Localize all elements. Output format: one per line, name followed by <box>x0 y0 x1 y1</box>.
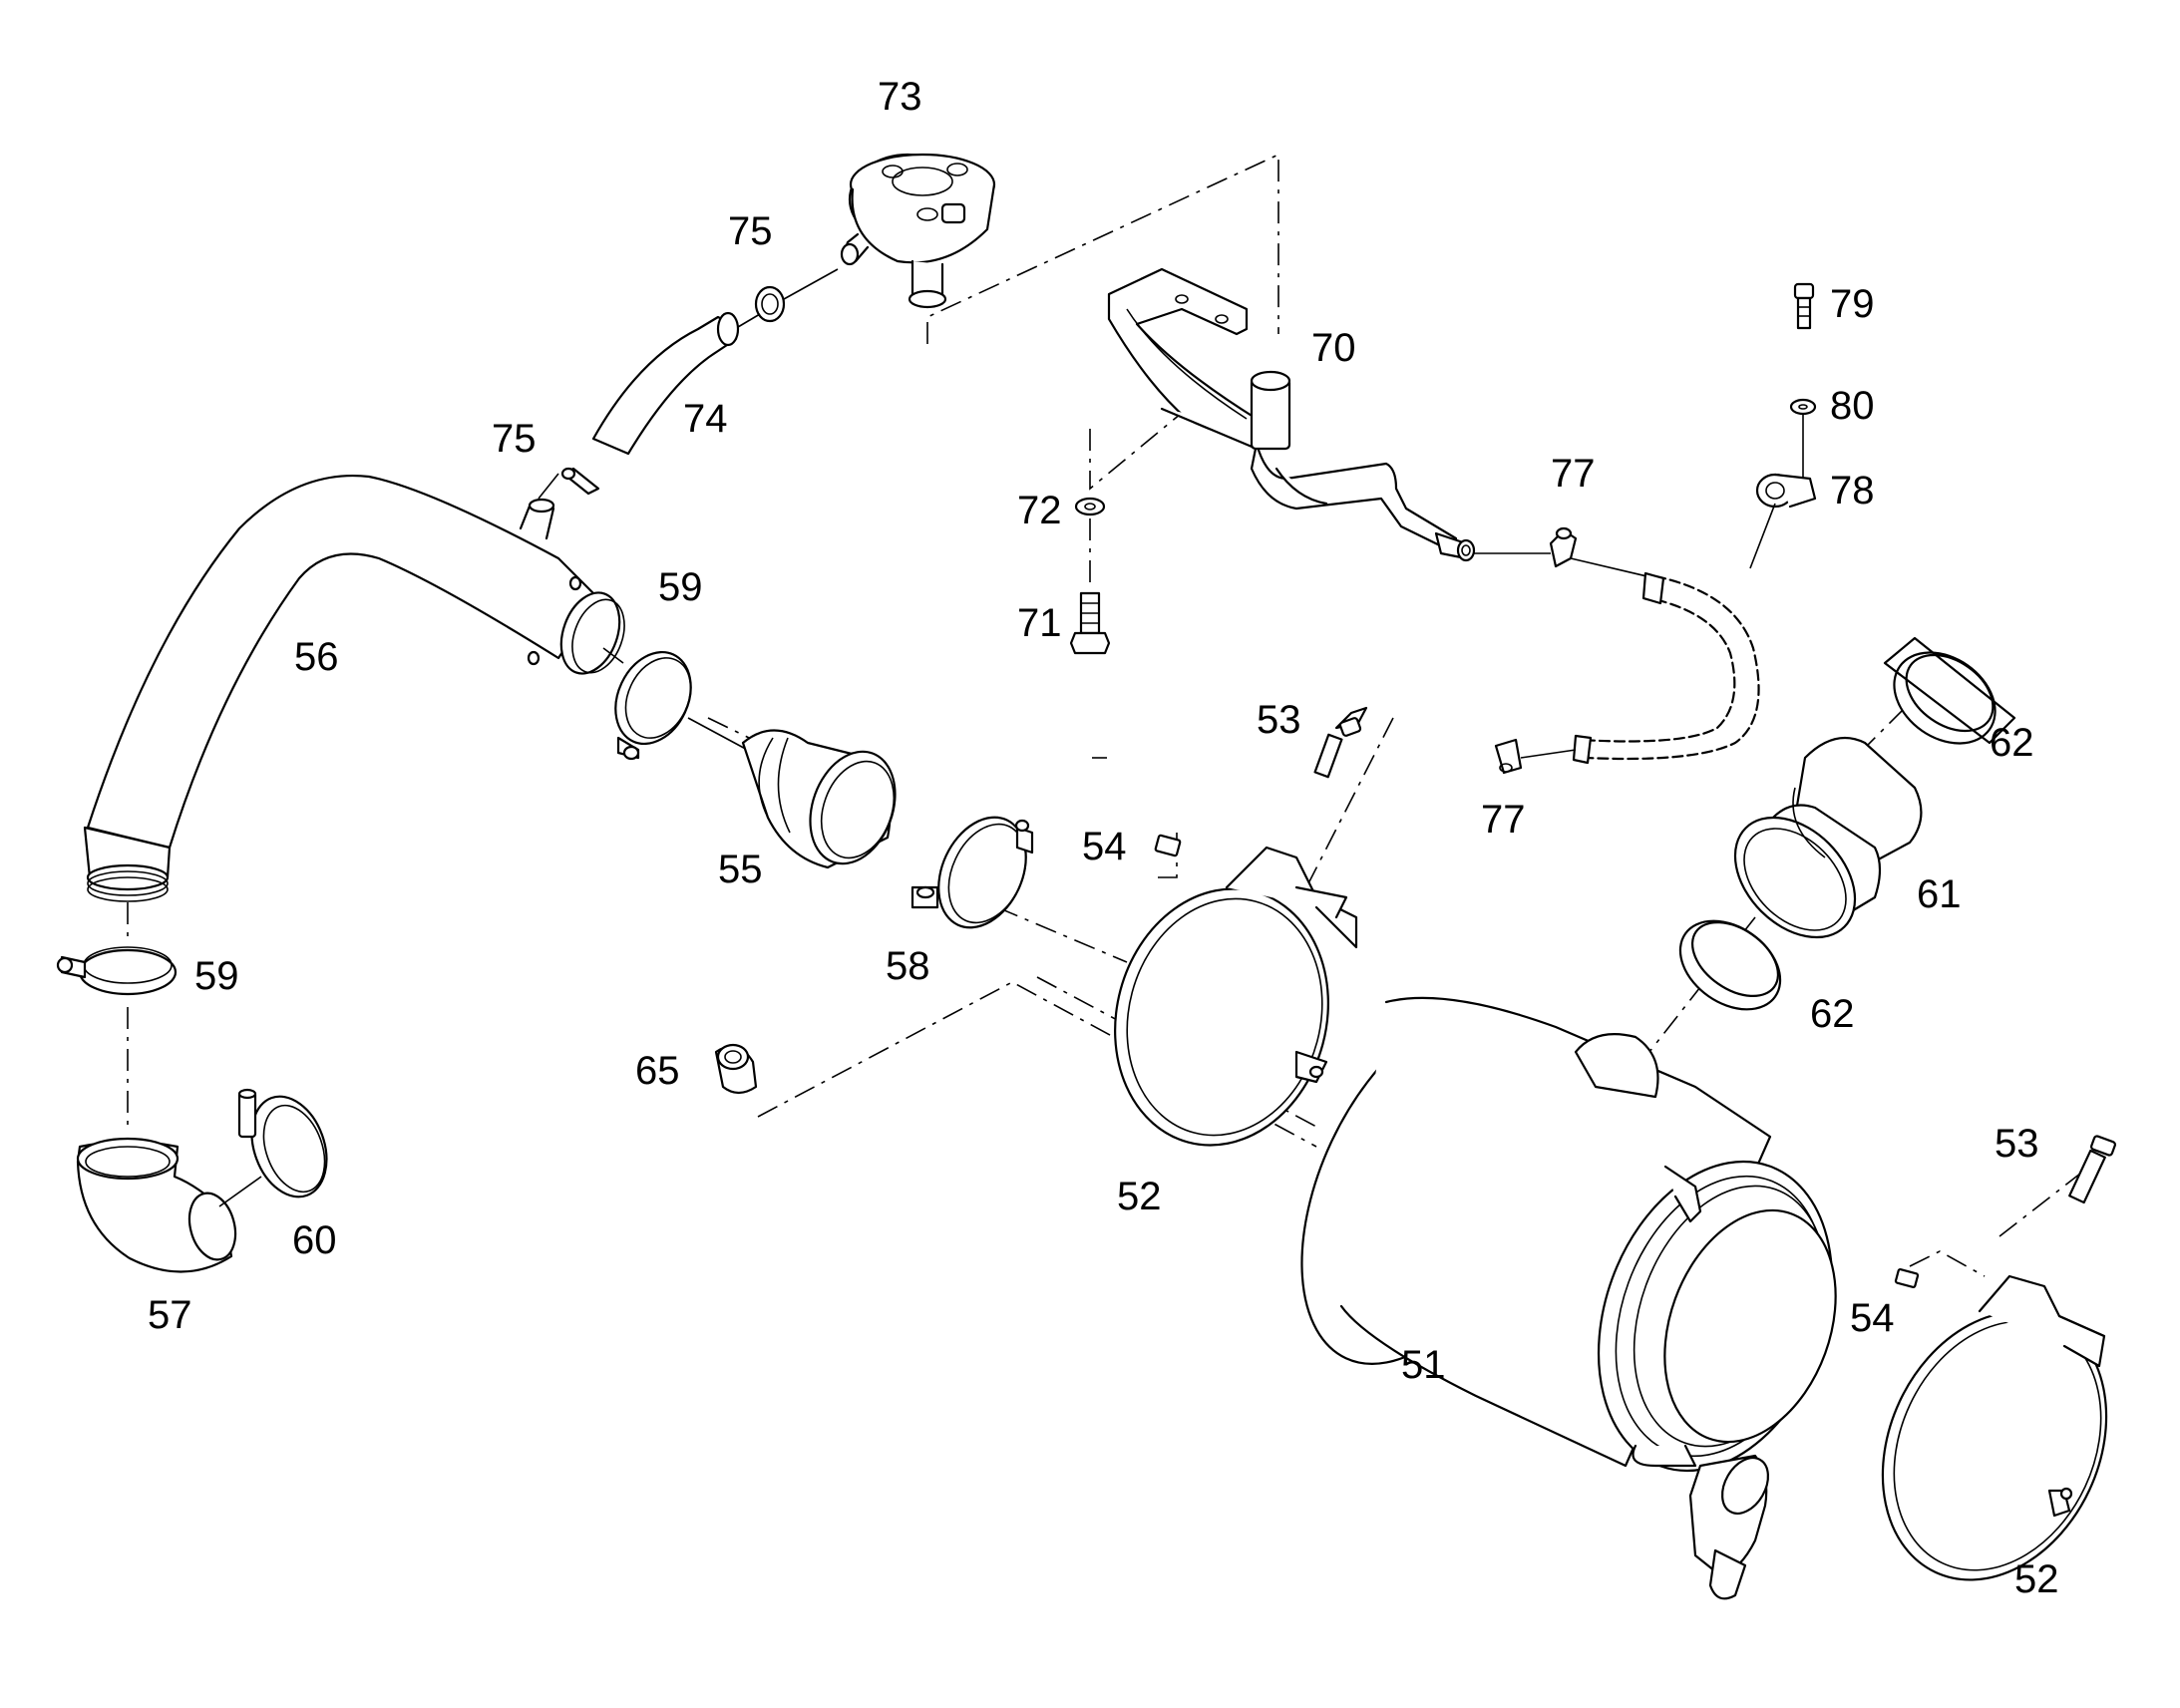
part-60-clamp <box>218 1088 328 1207</box>
label-58: 58 <box>886 944 930 988</box>
part-80-washer <box>1789 398 1817 416</box>
part-58-clamp <box>910 816 1034 929</box>
label-77-upper: 77 <box>1551 452 1596 496</box>
label-52-upper: 52 <box>1117 1175 1162 1218</box>
part-78-clip <box>1755 414 1817 509</box>
part-72-washer <box>1074 497 1106 516</box>
part-75-hose-clamp-lower <box>560 467 600 496</box>
label-74: 74 <box>683 397 728 441</box>
label-70: 70 <box>1311 326 1356 370</box>
assembly-lines <box>127 153 2090 1277</box>
label-54-lower: 54 <box>1850 1296 1895 1340</box>
label-62-upper: 62 <box>1990 721 2034 765</box>
part-59-clamp-upper <box>602 647 754 761</box>
part-71-bolt <box>1069 591 1111 655</box>
label-73: 73 <box>878 75 922 119</box>
label-57: 57 <box>148 1293 192 1337</box>
label-52-lower: 52 <box>2014 1557 2059 1601</box>
label-62-lower: 62 <box>1810 992 1855 1036</box>
label-54-upper: 54 <box>1082 825 1127 868</box>
part-53-bolt-lower <box>2068 1135 2116 1204</box>
label-53-upper: 53 <box>1257 698 1301 742</box>
label-79: 79 <box>1830 282 1875 326</box>
label-65: 65 <box>635 1049 680 1093</box>
part-79-screw <box>1793 282 1815 330</box>
label-72: 72 <box>1017 489 1062 532</box>
label-59-lower: 59 <box>194 954 239 998</box>
part-57-elbow <box>76 1137 237 1273</box>
part-54-nut-lower <box>1894 1267 1920 1289</box>
label-71: 71 <box>1017 601 1062 645</box>
part-52-band-clamp-lower <box>1881 1274 2108 1581</box>
part-77-fitting-lower <box>1494 738 1577 775</box>
label-55: 55 <box>718 848 763 891</box>
part-75-hose-clamp-upper <box>754 268 839 323</box>
label-61: 61 <box>1917 872 1962 916</box>
label-77-lower: 77 <box>1481 798 1526 842</box>
part-74-hose <box>591 311 761 456</box>
label-75-lower: 75 <box>492 417 537 461</box>
part-65-sensor <box>714 1043 758 1095</box>
part-53-bolt-upper <box>1313 706 1368 779</box>
part-73-evacuator-valve <box>840 153 996 309</box>
part-51-air-cleaner-housing <box>1300 996 1837 1600</box>
part-54-nut-upper <box>1154 834 1182 857</box>
part-61-adapter <box>1733 736 1923 939</box>
label-56: 56 <box>294 635 339 679</box>
callout-labels: 73 75 74 75 70 79 80 78 77 72 71 56 59 5… <box>148 75 2059 1601</box>
part-52-band-clamp-upper <box>1114 846 1358 1147</box>
part-77-fitting-upper <box>1474 526 1656 579</box>
part-56-intake-pipe <box>83 473 625 902</box>
breather-hose <box>1572 503 1776 765</box>
label-75-upper: 75 <box>728 209 773 253</box>
label-51: 51 <box>1401 1343 1446 1387</box>
label-80: 80 <box>1830 384 1875 428</box>
label-53-lower: 53 <box>1995 1122 2039 1166</box>
part-70-bracket <box>1107 267 1476 562</box>
part-55-connector <box>741 729 897 869</box>
label-60: 60 <box>292 1218 337 1262</box>
part-62-ring-upper <box>1883 636 2016 745</box>
part-62-ring-lower <box>1678 919 1782 1011</box>
label-59-upper: 59 <box>658 565 703 609</box>
label-78: 78 <box>1830 469 1875 512</box>
part-59-clamp-lower <box>56 946 178 996</box>
